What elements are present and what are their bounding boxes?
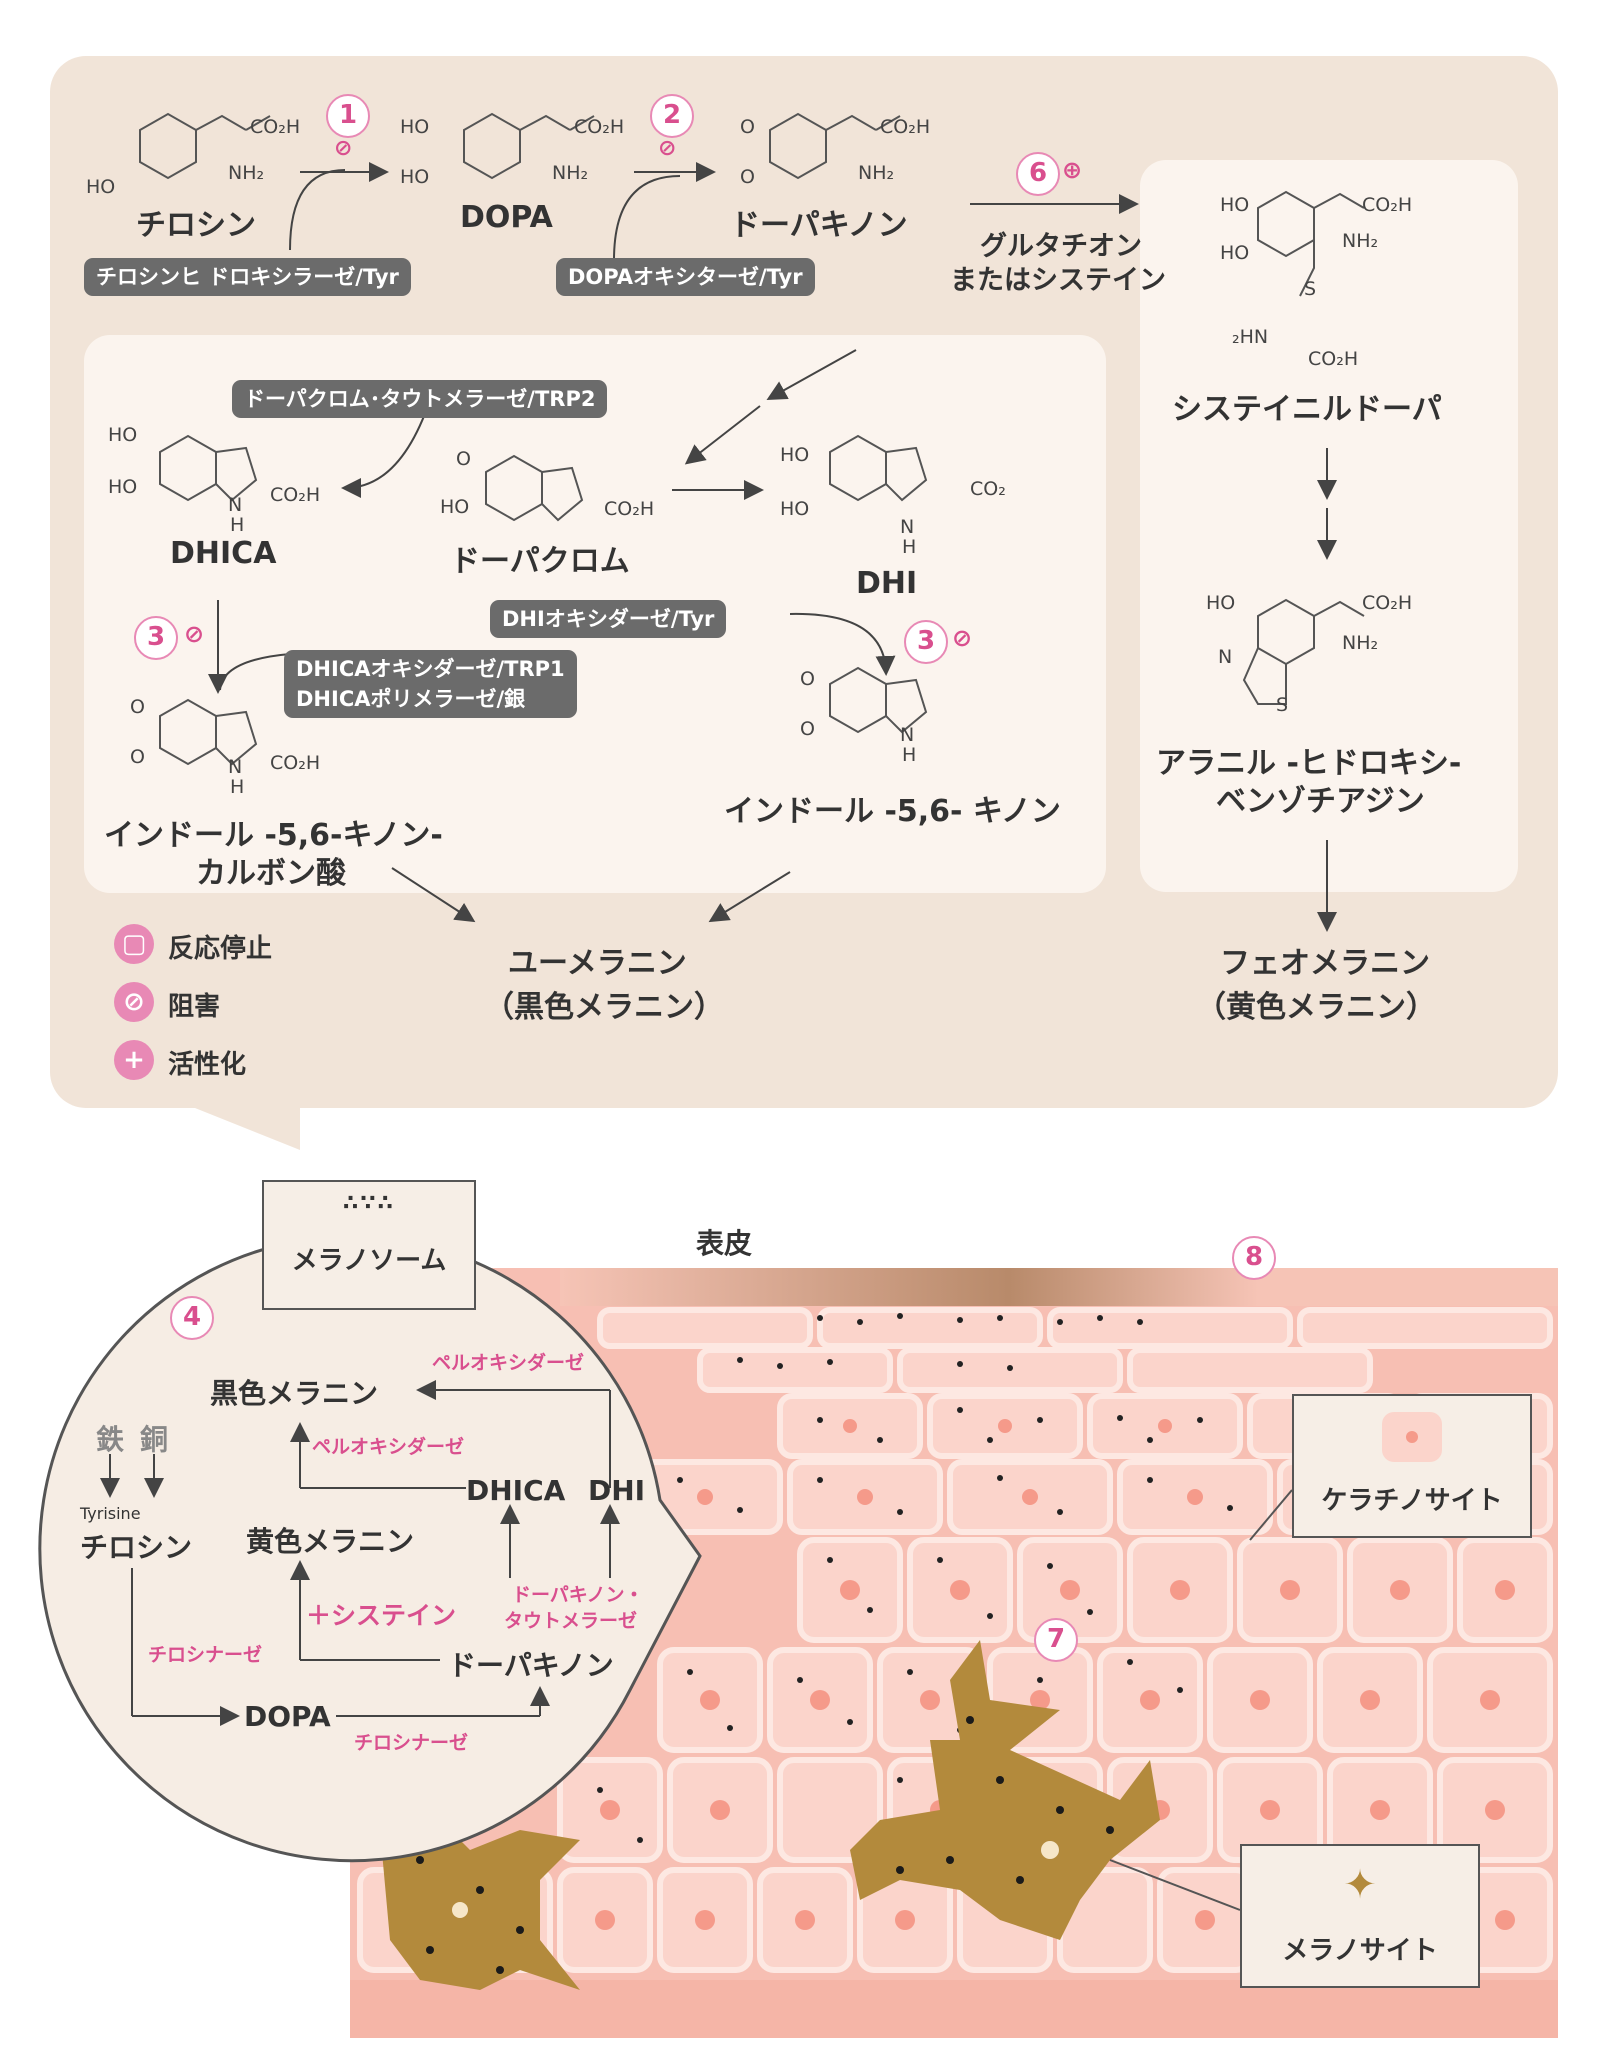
pheomelanin-label-1: フェオメラニン <box>1220 946 1430 981</box>
keratinocyte-label: ケラチノサイト <box>1321 1486 1503 1516</box>
melanocyte-label: メラノサイト <box>1282 1936 1438 1966</box>
bubble-tyrisine: Tyrisine <box>80 1504 141 1523</box>
bubble-dopa: DOPA <box>244 1700 331 1733</box>
lock-icon: ▢ <box>114 924 154 964</box>
glut-line2: またはシステイン <box>950 265 1166 296</box>
melanosome-label: メラノソーム <box>291 1246 447 1276</box>
enzyme-tautomerase: ドーパクロム･タウトメラーゼ/TRP2 <box>232 380 608 418</box>
panel-tail <box>190 1106 300 1150</box>
idq-label: インドール -5,6- キノン <box>724 794 1061 829</box>
bubble-peroxidase-top: ペルオキシダーゼ <box>432 1352 585 1374</box>
marker-4: 4 <box>170 1296 214 1340</box>
dopa-label: DOPA <box>460 200 553 235</box>
idq-carboxylic-label-1: インドール -5,6-キノン- <box>104 818 443 853</box>
bubble-tyrosinase-bottom: チロシナーゼ <box>354 1732 469 1754</box>
bubble-tautomerase-1: ドーパキノン・ <box>512 1584 644 1606</box>
melanocyte-box: ✦ メラノサイト <box>1240 1844 1480 1988</box>
melanosome-dots-icon: ∴∵∴ <box>343 1191 395 1216</box>
melanosome-box: ∴∵∴ メラノソーム <box>262 1180 476 1310</box>
activate-icon: ⊕ <box>1062 156 1083 184</box>
keratinocyte-box: ケラチノサイト <box>1292 1394 1532 1538</box>
inhibit-icon: ⊘ <box>952 624 973 652</box>
alanyl-label-2: ベンゾチアジン <box>1216 784 1425 819</box>
pheomelanin-label-2: （黄色メラニン） <box>1196 990 1436 1025</box>
marker-8: 8 <box>1232 1236 1276 1280</box>
epidermis-label: 表皮 <box>696 1227 753 1260</box>
pheomelanin-subpanel <box>1140 160 1518 892</box>
legend-inhibit: 阻害 <box>168 992 221 1022</box>
eumelanin-label-1: ユーメラニン <box>508 946 687 981</box>
bubble-tyrosine: チロシン <box>80 1531 193 1564</box>
marker-6: 6 <box>1016 152 1060 196</box>
bubble-dhica: DHICA <box>466 1474 566 1507</box>
enzyme-dhica-polymerase: DHICAポリメラーゼ/銀 <box>296 687 526 711</box>
bubble-dopaquinone: ドーパキノン <box>448 1649 614 1682</box>
idq-carboxylic-label-2: カルボン酸 <box>196 856 346 891</box>
dopaquinone-label: ドーパキノン <box>730 208 908 243</box>
enzyme-tyrosine-hydroxylase: チロシンヒ ドロキシラーゼ/Tyr <box>84 258 411 296</box>
legend-activate: 活性化 <box>168 1050 247 1080</box>
alanyl-label-1: アラニル -ヒドロキシ- <box>1156 746 1462 781</box>
bubble-cysteine: ＋システイン <box>306 1601 457 1630</box>
enzyme-dhica-oxidase: DHICAオキシダーゼ/TRP1 <box>296 657 565 681</box>
enzyme-dopa-oxidase: DOPAオキシターゼ/Tyr <box>556 258 815 296</box>
eumelanin-label-2: （黒色メラニン） <box>484 990 724 1025</box>
bubble-copper: 銅 <box>140 1423 169 1456</box>
legend-stop: 反応停止 <box>168 934 273 964</box>
enzyme-dhica-box: DHICAオキシダーゼ/TRP1 DHICAポリメラーゼ/銀 <box>284 650 577 718</box>
prohibit-icon: ⊘ <box>114 982 154 1022</box>
co2-label: CO₂ <box>970 478 1006 500</box>
bubble-peroxidase-mid: ペルオキシダーゼ <box>312 1436 465 1458</box>
dopachrome-label: ドーパクロム <box>450 544 630 579</box>
bubble-yellow-melanin: 黄色メラニン <box>246 1525 415 1558</box>
cysteinyldopa-label: システイニルドーパ <box>1172 392 1442 427</box>
inhibit-icon: ⊘ <box>334 136 353 161</box>
dhi-label: DHI <box>856 566 918 601</box>
keratinocyte-cell-icon <box>1382 1412 1442 1462</box>
pathway-drawing <box>139 112 1365 932</box>
marker-2: 2 <box>650 94 694 138</box>
melanocyte-cell-icon: ✦ <box>1343 1862 1377 1908</box>
marker-1: 1 <box>326 94 370 138</box>
bubble-tyrosinase-left: チロシナーゼ <box>148 1644 263 1666</box>
marker-7: 7 <box>1034 1618 1078 1662</box>
tyrosine-label: チロシン <box>136 208 256 243</box>
bubble-dhi: DHI <box>588 1474 646 1507</box>
marker-3-left: 3 <box>134 616 178 660</box>
bubble-black-melanin: 黒色メラニン <box>210 1377 379 1410</box>
enzyme-dhi-oxidase: DHIオキシダーゼ/Tyr <box>490 600 727 638</box>
plus-icon: + <box>114 1040 154 1080</box>
bubble-iron: 鉄 <box>96 1423 125 1456</box>
glut-line1: グルタチオン <box>980 231 1142 262</box>
inhibit-icon: ⊘ <box>184 620 205 648</box>
inhibit-icon: ⊘ <box>658 136 677 161</box>
marker-3-right: 3 <box>904 620 948 664</box>
dhica-label: DHICA <box>170 536 277 571</box>
bubble-tautomerase-2: タウトメラーゼ <box>504 1610 638 1632</box>
